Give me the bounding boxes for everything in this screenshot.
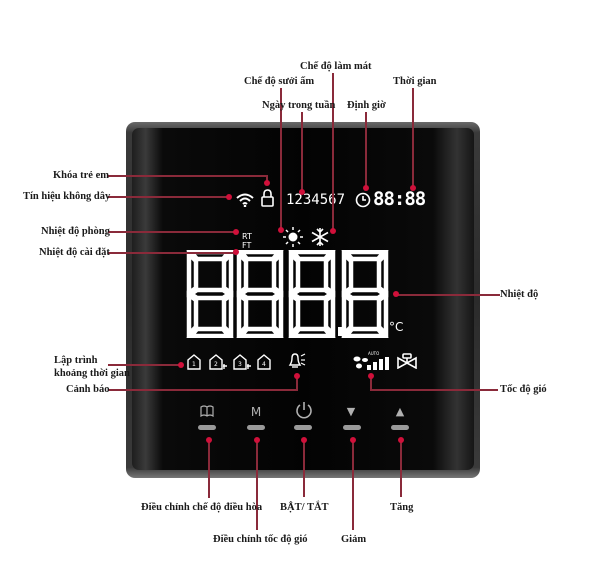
wifi-icon xyxy=(236,193,254,207)
leader-heating xyxy=(280,88,282,230)
leader-room-temp xyxy=(108,231,236,233)
label-temperature: Nhiệt độ xyxy=(500,289,539,300)
leader-lock xyxy=(108,175,266,177)
leader-down-btn xyxy=(352,440,354,530)
lock-icon xyxy=(261,189,274,207)
fan-icon xyxy=(353,356,368,369)
timer-clock-icon xyxy=(355,192,371,208)
svg-text:1: 1 xyxy=(192,361,196,368)
leader-temperature xyxy=(396,294,500,296)
ft-indicator: FT xyxy=(242,241,252,250)
label-timer: Định giờ xyxy=(347,100,386,111)
label-cooling-mode: Chế độ làm mát xyxy=(300,61,372,72)
svg-text:2: 2 xyxy=(214,361,218,368)
valve-icon xyxy=(397,353,417,369)
leader-set-temp xyxy=(108,252,236,254)
label-increase: Tăng xyxy=(390,502,414,513)
label-child-lock: Khóa trẻ em xyxy=(53,170,109,181)
leader-time xyxy=(412,88,414,188)
label-fan-speed-adjust: Điều chỉnh tốc độ gió xyxy=(213,534,308,545)
down-button[interactable] xyxy=(343,425,361,430)
svg-text:3: 3 xyxy=(238,361,242,368)
mode-book-icon[interactable] xyxy=(195,405,219,420)
fan-m-icon[interactable]: M xyxy=(250,405,262,419)
leader-weekday xyxy=(301,112,303,192)
leader-wifi xyxy=(108,196,228,198)
label-alarm: Cảnh báo xyxy=(66,384,110,395)
alarm-bell-icon xyxy=(288,353,306,368)
rt-indicator: RT xyxy=(242,232,252,241)
label-schedule-line1: Lập trình xyxy=(54,355,98,366)
power-icon[interactable] xyxy=(295,401,313,419)
label-heating-mode: Chế độ sưởi ấm xyxy=(244,76,315,87)
leader-up-btn xyxy=(400,440,402,497)
weekday-indicator: 1234567 xyxy=(286,192,346,208)
label-fan-speed: Tốc độ gió xyxy=(500,384,547,395)
fan-speed-bars-icon xyxy=(367,357,389,370)
leader-power-btn xyxy=(303,440,305,497)
mode-button[interactable] xyxy=(198,425,216,430)
label-time: Thời gian xyxy=(393,76,437,87)
leader-timer xyxy=(365,112,367,188)
clock-display: 88:88 xyxy=(373,188,426,210)
auto-indicator: AUTO xyxy=(368,351,380,356)
leader-fan-btn xyxy=(256,440,258,530)
svg-text:4: 4 xyxy=(262,361,266,368)
label-room-temp: Nhiệt độ phòng xyxy=(41,226,110,237)
label-set-temp: Nhiệt độ cài đặt xyxy=(39,247,110,258)
leader-alarm xyxy=(108,389,298,391)
triangle-down-icon[interactable]: ▼ xyxy=(346,405,356,418)
power-button[interactable] xyxy=(294,425,312,430)
main-temperature-display xyxy=(185,250,390,338)
leader-fan-speed xyxy=(370,389,498,391)
up-button[interactable] xyxy=(391,425,409,430)
triangle-up-icon[interactable]: ▲ xyxy=(395,405,405,418)
sun-heating-icon xyxy=(283,227,303,247)
snowflake-cooling-icon xyxy=(311,228,329,246)
leader-schedule xyxy=(108,364,180,366)
label-ac-mode-adjust: Điều chỉnh chế độ điều hòa xyxy=(141,502,263,513)
celsius-unit: °C xyxy=(389,320,404,334)
label-power: BẬT/ TẮT xyxy=(280,502,329,513)
leader-cooling xyxy=(332,73,334,231)
label-decrease: Giảm xyxy=(341,534,367,545)
label-wireless-signal: Tín hiệu không dây xyxy=(23,191,111,202)
fan-button[interactable] xyxy=(247,425,265,430)
leader-mode-btn xyxy=(208,440,210,498)
label-day-of-week: Ngày trong tuần xyxy=(262,100,336,111)
label-schedule-line2: khoảng thời gian xyxy=(54,368,130,379)
